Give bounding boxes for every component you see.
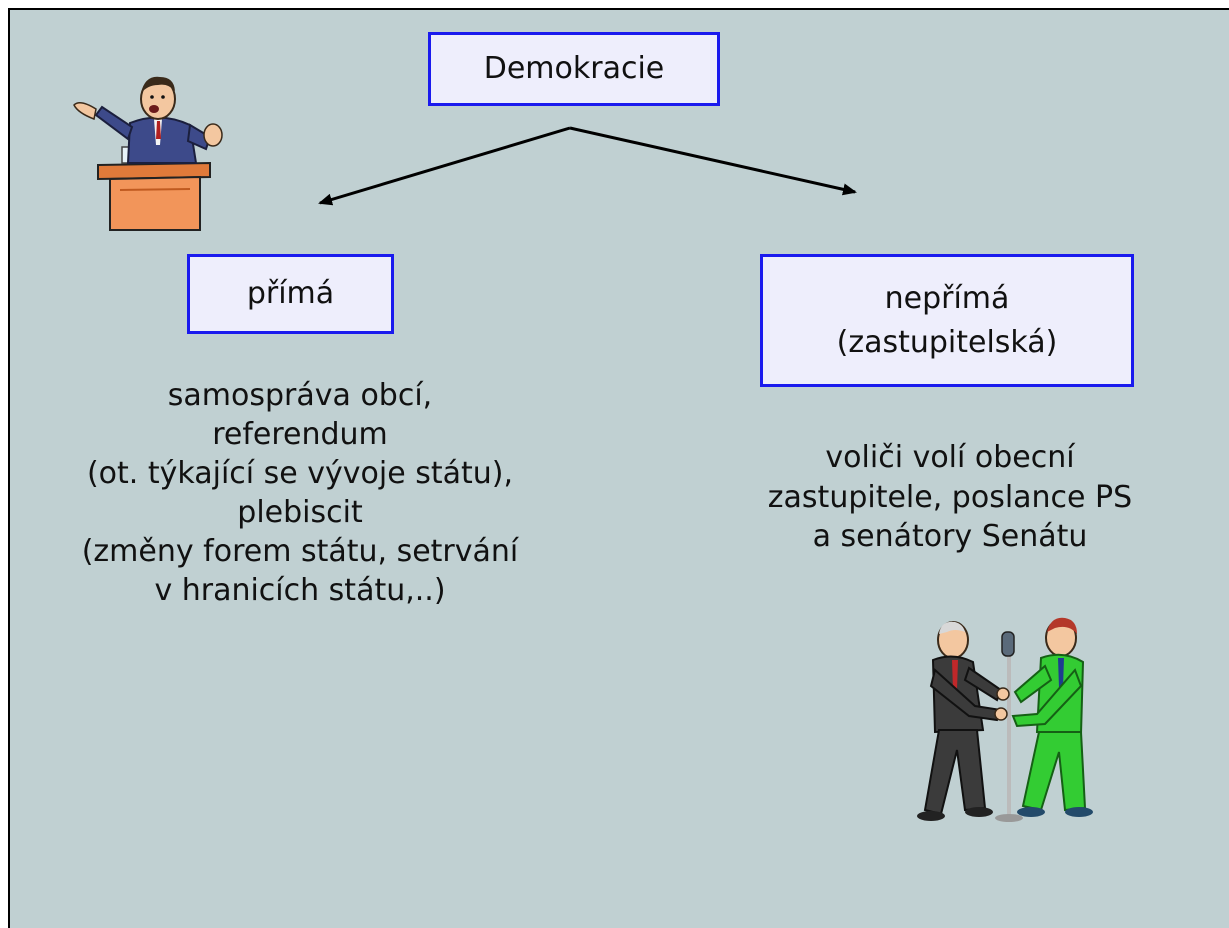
description-line: v hranicích státu,..): [154, 573, 446, 608]
direct-democracy-box: přímá: [187, 254, 394, 334]
indirect-democracy-box: nepřímá (zastupitelská): [760, 254, 1134, 387]
root-node-label: Demokracie: [483, 51, 665, 87]
speaker-at-podium-icon: [73, 76, 223, 231]
description-line: samospráva obcí,: [167, 378, 433, 413]
description-line: zastupitele, poslance PS: [767, 479, 1133, 515]
microphone-argument-icon: [917, 617, 1093, 822]
description-line: (ot. týkající se vývoje státu),: [86, 456, 514, 491]
description-line: (změny forem státu, setrvání: [81, 534, 519, 569]
indirect-democracy-description: voliči volí obecní zastupitele, poslance…: [710, 438, 1190, 557]
indirect-democracy-label-line-2: (zastupitelská): [836, 324, 1058, 360]
direct-democracy-description: samospráva obcí, referendum (ot. týkajíc…: [10, 376, 590, 610]
description-line: referendum: [212, 417, 388, 452]
slide: Demokracie přímá nepřímá (zastupitelská)…: [8, 8, 1229, 928]
indirect-democracy-label-line-1: nepřímá: [884, 281, 1010, 316]
diagram-arrows: [318, 126, 857, 206]
arrow-to-prima: [318, 126, 571, 206]
arrow-to-neprima: [569, 126, 857, 196]
root-node-box: Demokracie: [428, 32, 720, 106]
description-line: a senátory Senátu: [812, 519, 1088, 555]
description-line: plebiscit: [237, 495, 363, 530]
description-line: voliči volí obecní: [825, 440, 1075, 475]
direct-democracy-label: přímá: [246, 276, 335, 312]
